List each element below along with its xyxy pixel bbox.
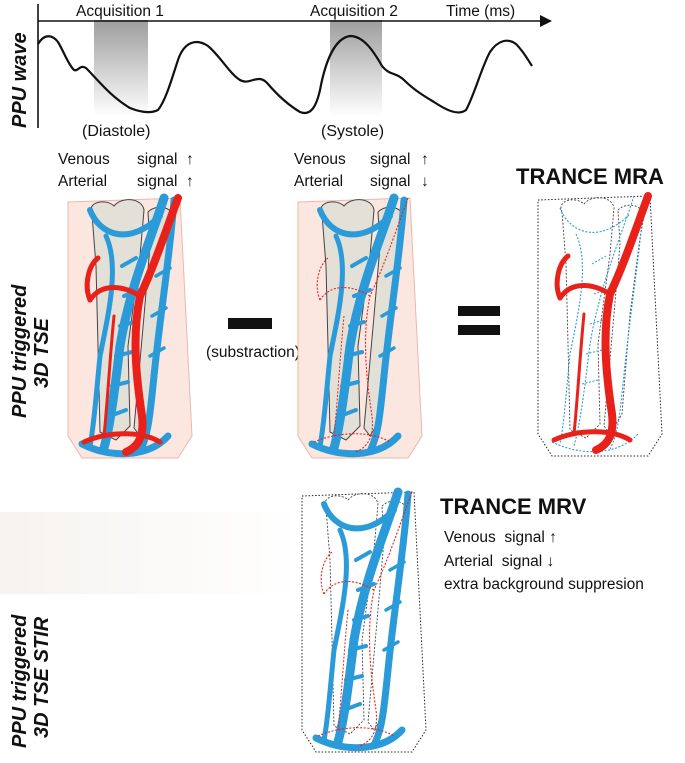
acq1-arterial-word: signal [137, 173, 178, 190]
acquisition-2-leg-image [297, 198, 423, 459]
trance-mrv-leg-image [301, 492, 427, 753]
trance-mra-title: TRANCE MRA [516, 164, 664, 189]
ppu-waveform-panel: PPU wave Acquisition 1 Acquisition 2 Tim… [9, 3, 552, 140]
acq1-arterial-arrow: ↑ [186, 173, 194, 190]
acq1-venous-word: signal [137, 151, 178, 168]
acq1-venous-label: Venous [58, 151, 110, 168]
subtraction-caption: (substraction) [206, 344, 300, 361]
row1-label-line1: PPU triggered [9, 284, 31, 418]
mrv-venous-signal: Venous signal ↑ [444, 529, 557, 546]
row1-label-line2: 3D TSE [31, 317, 53, 388]
acq2-arterial-word: signal [370, 173, 411, 190]
systole-label: (Systole) [321, 123, 384, 140]
trance-mrv-title: TRANCE MRV [440, 494, 587, 519]
subtraction-operator: (substraction) [206, 318, 300, 361]
acq1-arterial-label: Arterial [58, 173, 107, 190]
mrv-arterial-signal: Arterial signal ↓ [444, 553, 554, 570]
minus-sign [228, 318, 272, 329]
trance-mra-leg-image [537, 196, 663, 457]
row2-background [0, 512, 300, 594]
time-axis-arrowhead [540, 15, 552, 27]
acquisition-2-gate [330, 20, 382, 116]
acquisition-1-gate [94, 20, 148, 116]
ppu-wave-curve [37, 34, 533, 115]
row2-label: PPU triggered 3D TSE STIR [9, 614, 53, 748]
acq2-arterial-label: Arterial [294, 173, 343, 190]
acquisition-1-leg-image [67, 198, 193, 459]
row2-label-line1: PPU triggered [9, 614, 31, 748]
acq2-signal-legend: Venous signal ↑ Arterial signal ↓ [294, 151, 429, 190]
acq2-venous-arrow: ↑ [421, 151, 429, 168]
acquisition-2-label: Acquisition 2 [310, 3, 398, 20]
acq2-arterial-arrow: ↓ [421, 173, 429, 190]
ppu-wave-axis-label: PPU wave [9, 32, 31, 128]
acq2-venous-word: signal [370, 151, 411, 168]
row1-label: PPU triggered 3D TSE [9, 284, 53, 418]
equals-bar-top [458, 306, 500, 316]
equals-operator [458, 306, 500, 335]
diastole-label: (Diastole) [82, 123, 150, 140]
equals-bar-bottom [458, 325, 500, 335]
acq2-venous-label: Venous [294, 151, 346, 168]
time-axis-label: Time (ms) [446, 3, 515, 20]
mrv-background-suppression: extra background suppresion [444, 576, 644, 593]
row2-label-line2: 3D TSE STIR [31, 616, 53, 738]
acq1-signal-legend: Venous signal ↑ Arterial signal ↑ [58, 151, 194, 190]
acq1-venous-arrow: ↑ [186, 151, 194, 168]
acquisition-1-label: Acquisition 1 [76, 3, 164, 20]
